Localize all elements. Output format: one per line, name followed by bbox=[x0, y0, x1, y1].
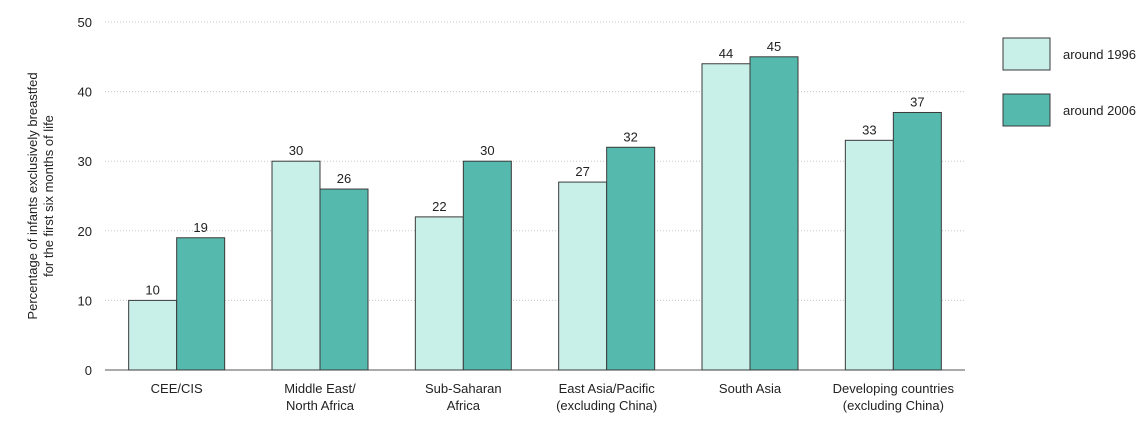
data-labels: 10 19 30 26 22 30 27 32 44 45 33 37 bbox=[145, 39, 924, 298]
category-label: East Asia/Pacific(excluding China) bbox=[556, 381, 657, 413]
legend-swatch-2 bbox=[1002, 93, 1051, 127]
bar-series2-cat2 bbox=[319, 188, 369, 371]
category-label: South Asia bbox=[719, 381, 782, 396]
bar-series2-cat3 bbox=[462, 160, 512, 371]
data-label: 22 bbox=[432, 199, 446, 214]
data-label: 44 bbox=[719, 46, 733, 61]
data-label: 33 bbox=[862, 122, 876, 137]
category-label: Middle East/North Africa bbox=[284, 381, 356, 413]
category-label: CEE/CIS bbox=[151, 381, 203, 396]
legend-label: around 1996 bbox=[1063, 47, 1136, 62]
bar-series2-cat5 bbox=[749, 56, 799, 371]
bar-series1-cat3 bbox=[414, 216, 464, 371]
legend-label: around 2006 bbox=[1063, 103, 1136, 118]
data-label: 37 bbox=[910, 94, 924, 109]
y-tick-label: 30 bbox=[78, 154, 92, 169]
y-tick-label: 0 bbox=[85, 363, 92, 378]
bar-series2-cat1 bbox=[176, 237, 226, 371]
data-label: 26 bbox=[337, 171, 351, 186]
y-tick-label: 40 bbox=[78, 85, 92, 100]
legend: around 1996 around 2006 bbox=[1002, 37, 1136, 127]
gridlines bbox=[105, 21, 965, 371]
bar-series1-cat6 bbox=[844, 139, 894, 371]
data-label: 19 bbox=[193, 220, 207, 235]
data-label: 32 bbox=[623, 129, 637, 144]
y-tick-label: 10 bbox=[78, 293, 92, 308]
y-tick-label: 50 bbox=[78, 15, 92, 30]
bars bbox=[128, 56, 942, 371]
bar-series1-cat4 bbox=[558, 181, 608, 371]
y-tick-label: 20 bbox=[78, 224, 92, 239]
y-axis-title: Percentage of infants exclusively breast… bbox=[25, 72, 56, 319]
data-label: 10 bbox=[145, 282, 159, 297]
y-axis-ticks: 0 10 20 30 40 50 bbox=[78, 15, 92, 378]
bar-series1-cat5 bbox=[701, 63, 751, 371]
data-label: 30 bbox=[480, 143, 494, 158]
bar-series2-cat4 bbox=[606, 146, 656, 371]
bar-series1-cat1 bbox=[128, 299, 178, 371]
data-label: 30 bbox=[289, 143, 303, 158]
y-axis-label: Percentage of infants exclusively breast… bbox=[25, 72, 56, 319]
legend-swatch-1 bbox=[1002, 37, 1051, 71]
bar-series1-cat2 bbox=[271, 160, 321, 371]
data-label: 45 bbox=[767, 39, 781, 54]
bar-series2-cat6 bbox=[892, 111, 942, 371]
x-axis-labels: CEE/CIS Middle East/North Africa Sub-Sahar… bbox=[151, 381, 955, 413]
data-label: 27 bbox=[575, 164, 589, 179]
category-label: Developing countries(excluding China) bbox=[833, 381, 955, 413]
